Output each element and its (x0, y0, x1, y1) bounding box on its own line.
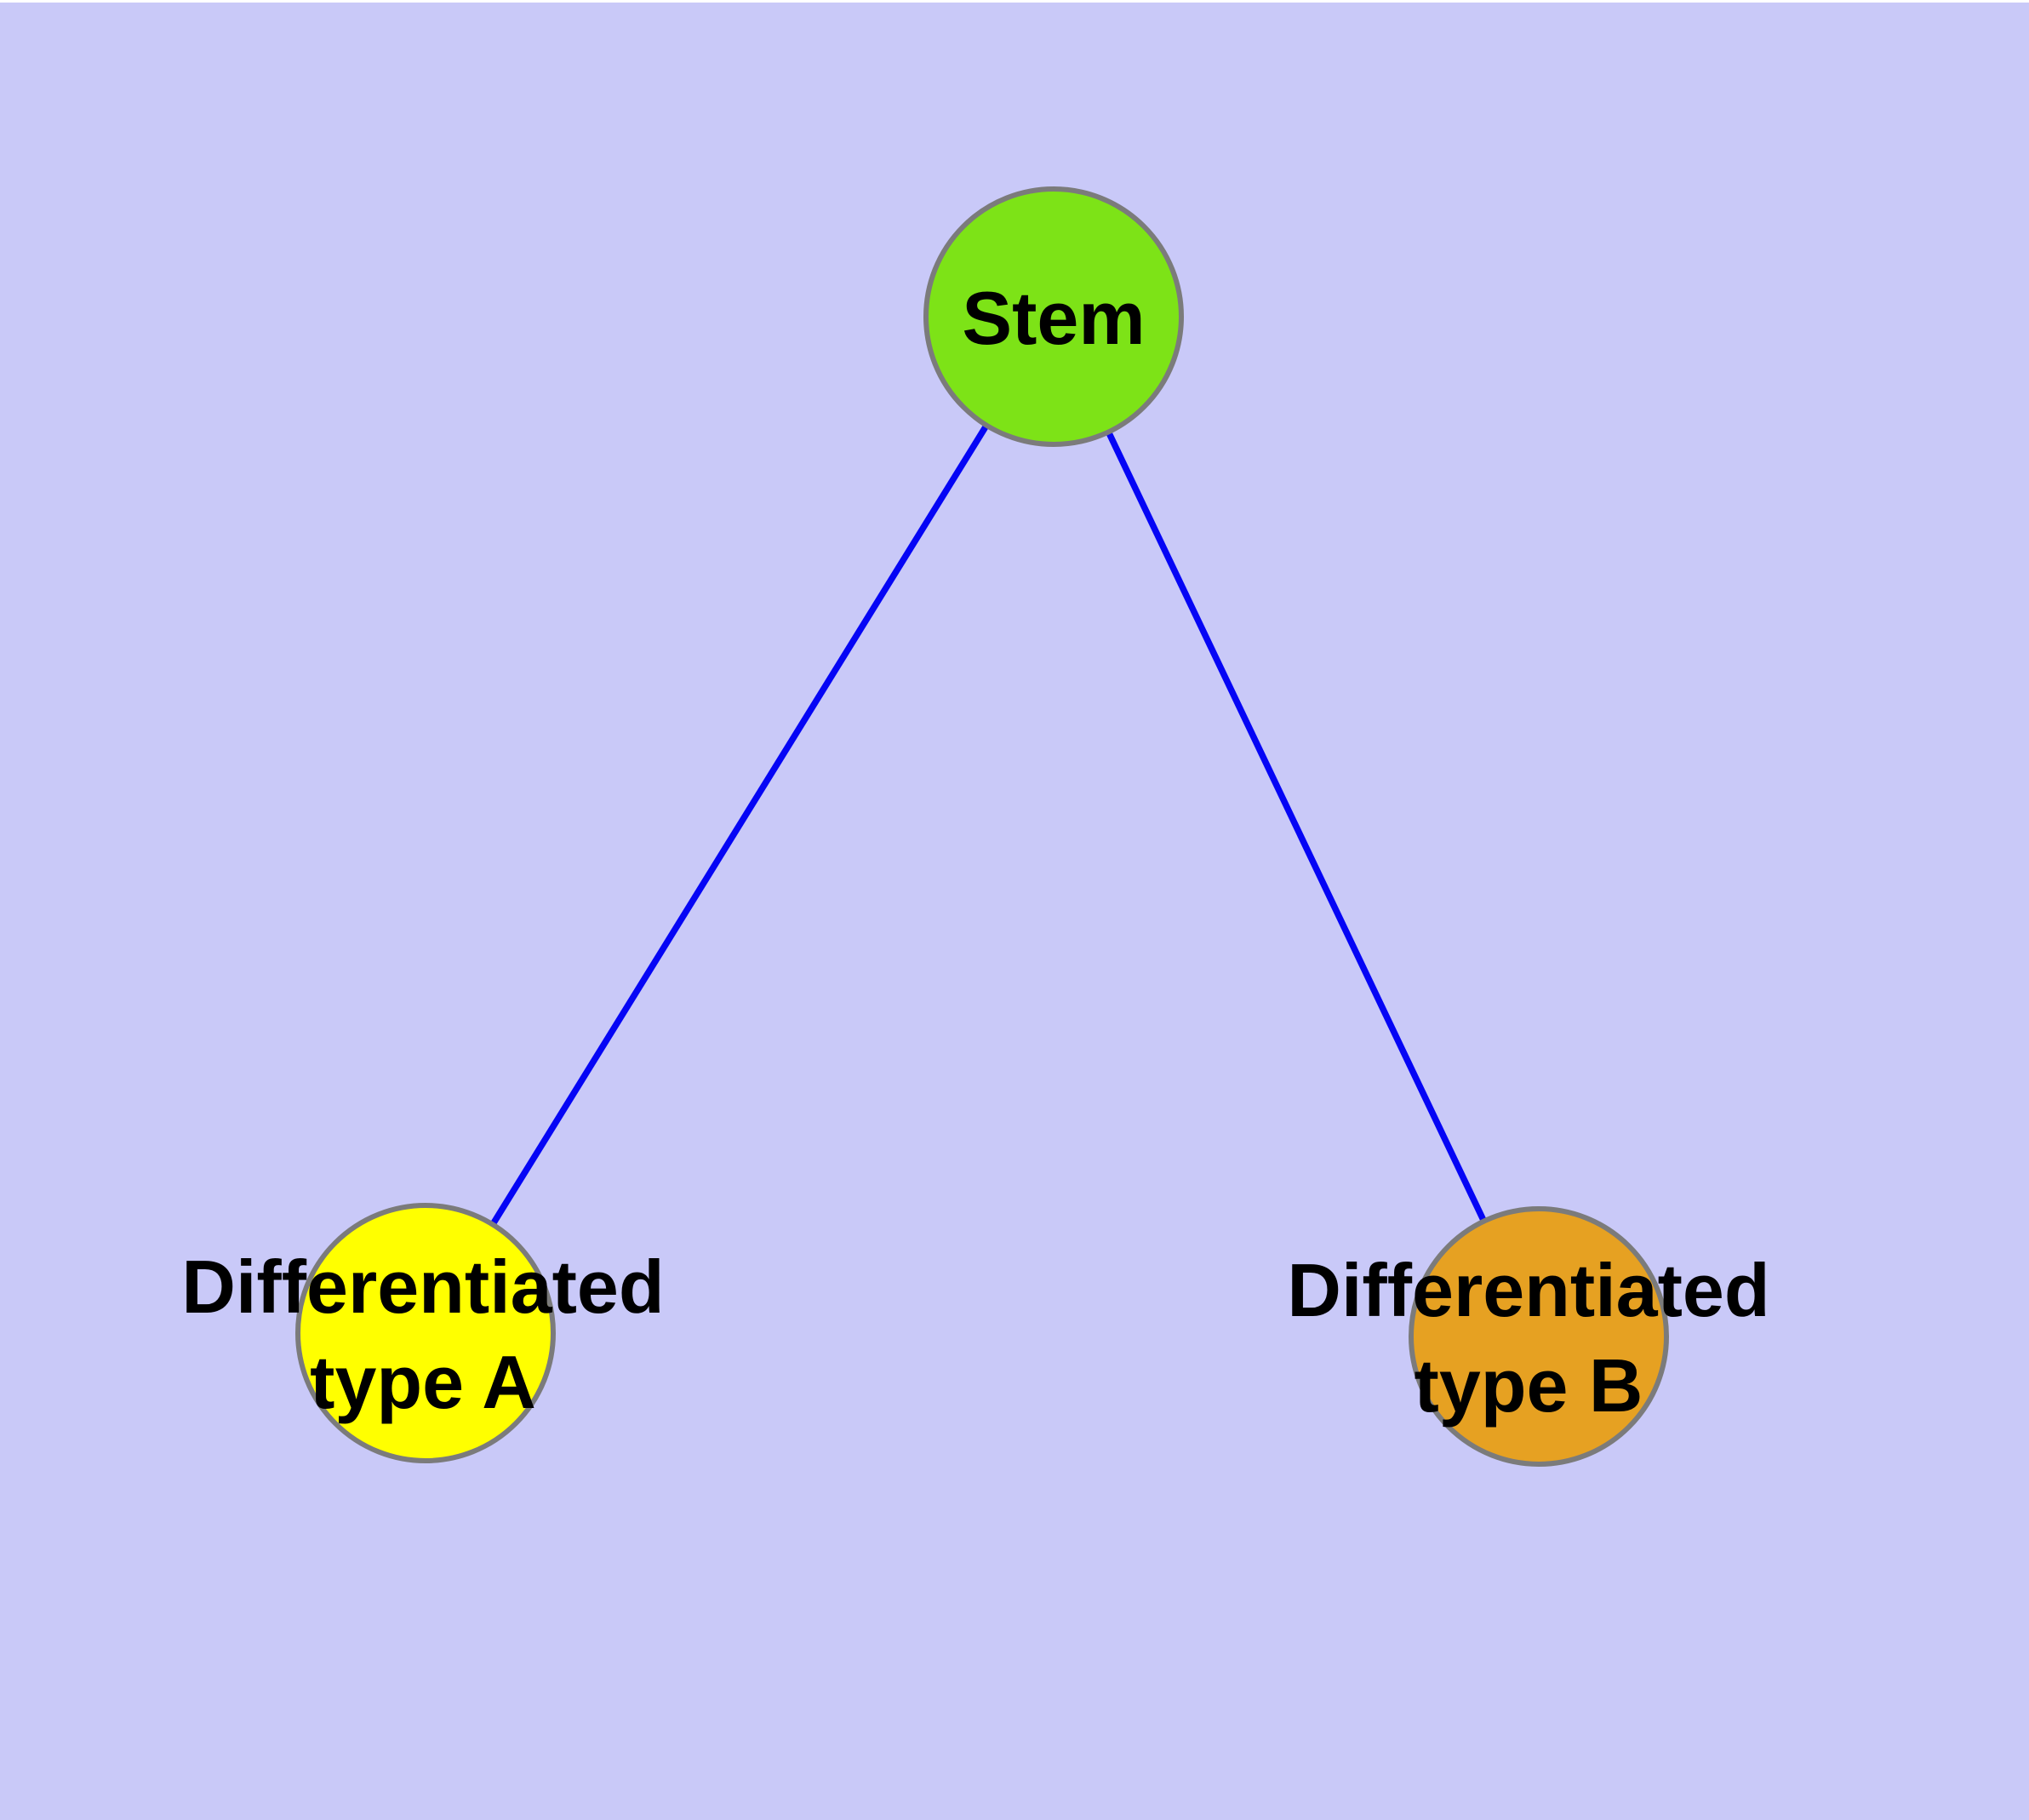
edge-stem-to-type-a (422, 315, 1057, 1335)
node-type-b-circle (1409, 1206, 1669, 1467)
node-stem-circle (923, 186, 1184, 447)
edge-stem-to-type-b (1050, 315, 1542, 1338)
node-type-a-circle (295, 1203, 556, 1463)
